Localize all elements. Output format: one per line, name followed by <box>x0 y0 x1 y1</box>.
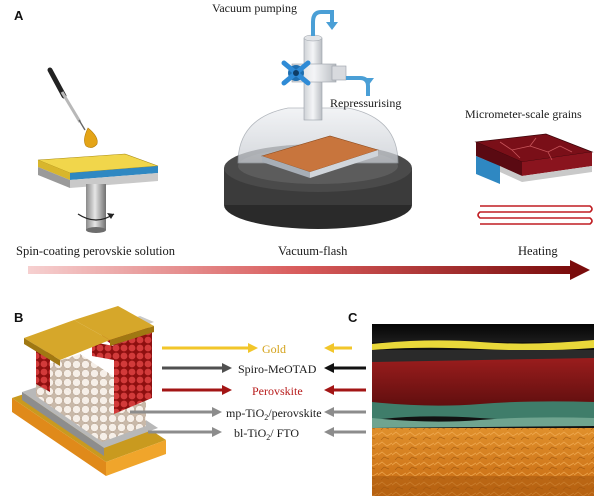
dropper-icon <box>47 67 86 131</box>
spin-shaft <box>86 184 106 230</box>
sem-cross-section <box>372 324 594 496</box>
panel-b-letter: B <box>14 310 23 325</box>
spin-substrate <box>37 153 159 188</box>
step-label-spin: Spin-coating perovskie solution <box>16 244 176 258</box>
heating-coil-icon <box>477 205 593 225</box>
grains-film <box>474 133 594 184</box>
mp-arrow-c <box>324 407 366 417</box>
bl-arrow-b <box>148 427 222 437</box>
step-label-heating: Heating <box>518 244 558 258</box>
spiro-arrow-b <box>162 363 232 373</box>
device-stack <box>12 306 166 476</box>
label-perovskite: Perovskite <box>252 384 303 398</box>
process-arrow <box>28 260 590 280</box>
repressurising-arrow <box>346 76 374 96</box>
vacuum-pumping-arrow <box>311 10 338 36</box>
grains-label: Micrometer-scale grains <box>465 107 582 121</box>
bl-arrow-c <box>324 427 366 437</box>
gold-arrow-c <box>324 343 352 353</box>
panel-a-letter: A <box>14 8 24 23</box>
perovskite-arrow-b <box>162 385 232 395</box>
gold-arrow-b <box>162 343 258 353</box>
mp-arrow-b <box>130 407 222 417</box>
vacuum-chamber <box>224 34 412 229</box>
label-bl-tio2: bl-TiO2/ FTO <box>234 426 299 442</box>
label-mp-tio2: mp-TiO2/perovskite <box>226 406 322 422</box>
label-spiro: Spiro-MeOTAD <box>238 362 317 376</box>
solution-droplet <box>84 127 98 148</box>
vacuum-pumping-label: Vacuum pumping <box>212 1 297 15</box>
step-label-vacuum: Vacuum-flash <box>278 244 348 258</box>
panel-c-letter: C <box>348 310 358 325</box>
repressurising-label: Repressurising <box>330 96 401 110</box>
valve-icon <box>281 60 311 86</box>
perovskite-arrow-c <box>324 385 366 395</box>
spiro-arrow-c <box>324 363 366 373</box>
label-gold: Gold <box>262 342 286 356</box>
